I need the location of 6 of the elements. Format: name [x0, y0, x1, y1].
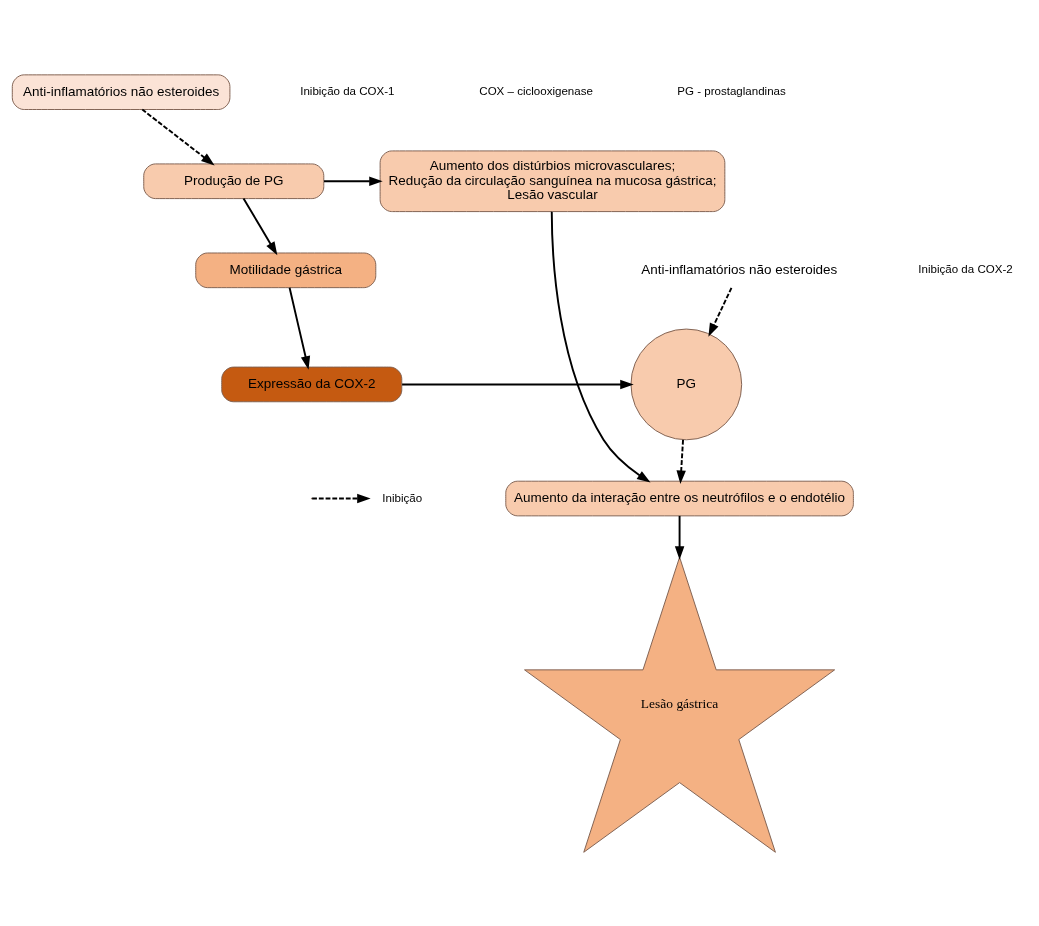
- label: COX – ciclooxigenase: [479, 84, 593, 97]
- legend-label: Inibição: [382, 491, 423, 504]
- node-text: Anti-inflamatórios não esteroides: [641, 261, 838, 277]
- label: PG - prostaglandinas: [677, 84, 786, 97]
- label: Inibição da COX-2: [918, 262, 1013, 275]
- label: Inibição da COX-1: [300, 84, 395, 97]
